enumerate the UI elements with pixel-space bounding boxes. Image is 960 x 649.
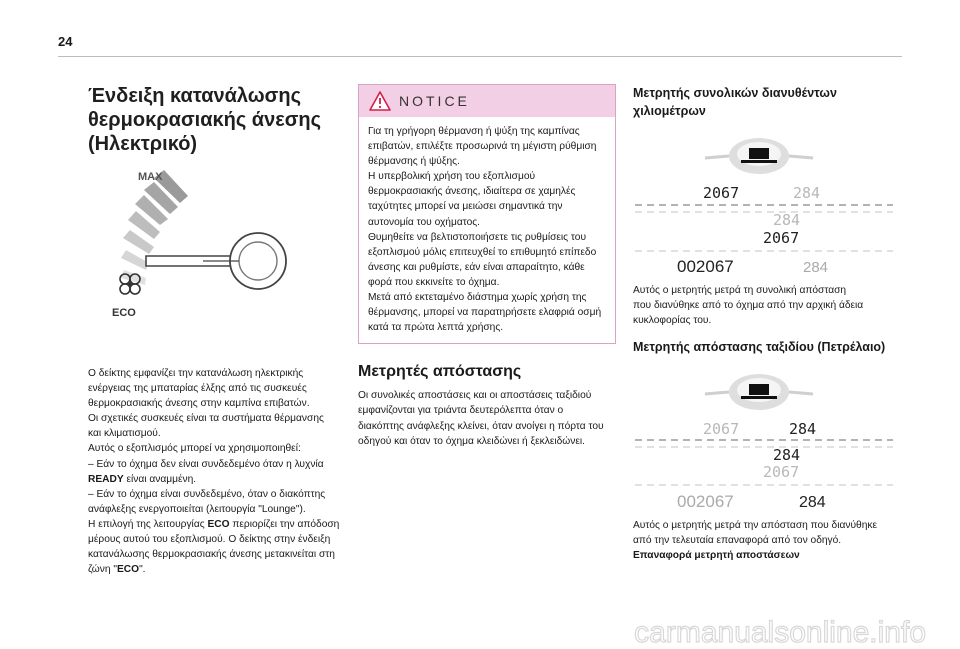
text-line: επιβατών, επιλέξτε προσωρινά τη μέγιστη …: [368, 141, 597, 153]
notice-header: NOTICE: [359, 85, 615, 117]
notice-body: Για τη γρήγορη θέρμανση ή ψύξη της καμπί…: [359, 117, 615, 343]
text-line: κατανάλωσης θερμοκρασιακής άνεσης μετακι…: [88, 549, 335, 561]
right-column: Μετρητής συνολικών διανυθέντων χιλιομέτρ…: [633, 84, 895, 564]
text-line: κατά τα πρώτα λεπτά χρήσης.: [368, 322, 504, 334]
text-line: μέρους αυτού του εξοπλισμού. Ο δείκτης σ…: [88, 534, 331, 546]
warning-icon: [369, 91, 391, 111]
title-line: χιλιομέτρων: [633, 104, 706, 118]
watermark-text: carmanualsonline.info: [634, 616, 926, 649]
text-line: ζώνη ": [88, 564, 117, 576]
eco-keyword: ECO: [207, 518, 230, 530]
gauge-needle: [145, 232, 287, 290]
ready-keyword: READY: [88, 473, 124, 485]
trip-seg-readout-2: 284: [773, 446, 800, 464]
text-line: από την τελευταία επαναφορά από τον οδηγ…: [633, 535, 842, 547]
text-line: ταχύτητες μπορεί να μειώσει σημαντικά τη…: [368, 201, 563, 213]
header-divider: [58, 56, 902, 57]
text-line: – Εάν το όχημα δεν είναι συνδεδεμένο ότα…: [88, 458, 324, 470]
text-line: που διανύθηκε από το όχημα από την αρχικ…: [633, 300, 864, 312]
left-paragraph: Ο δείκτης εμφανίζει την κατανάλωση ηλεκτ…: [88, 366, 348, 577]
text-line: είναι αναμμένη.: [123, 473, 197, 485]
text-line: θέρμανσης, μπορεί να παρατηρήσετε ελαφρι…: [368, 307, 602, 319]
title-line: Μετρητής συνολικών διανυθέντων: [633, 86, 837, 100]
text-line: και κλιματισμού.: [88, 428, 161, 440]
text-line: Για τη γρήγορη θέρμανση ή ψύξη της καμπί…: [368, 126, 580, 137]
notice-box: NOTICE Για τη γρήγορη θέρμανση ή ψύξη τη…: [358, 84, 616, 345]
text-line: κυκλοφορίας του.: [633, 315, 712, 327]
gauge-max-label: MAX: [138, 171, 163, 183]
total-seg-readout: 2067: [703, 184, 739, 202]
text-line: θέρμανσης ή ψύξης.: [368, 156, 460, 168]
total-seg-readout: 2067: [703, 420, 739, 438]
text-line: διακόπτης ανάφλεξης κλείνει, όταν ανοίγε…: [358, 420, 604, 432]
total-odometer-title: Μετρητής συνολικών διανυθέντων χιλιομέτρ…: [633, 84, 895, 120]
text-line: ".: [139, 564, 146, 576]
total-distance-readout: 002067: [677, 257, 734, 276]
notice-text: Για τη γρήγορη θέρμανση ή ψύξη της καμπί…: [368, 124, 606, 335]
button-icon: [704, 138, 814, 174]
text-line: Οι σχετικές συσκευές είναι τα συστήματα …: [88, 413, 324, 425]
text-line: ενέργειας της μπαταρίας έλξης από τις συ…: [88, 383, 307, 395]
notice-label: NOTICE: [399, 93, 470, 109]
trip-seg-readout: 284: [789, 420, 816, 438]
text-line: θερμοκρασιακής άνεσης στην καμπίνα επιβα…: [88, 398, 310, 410]
button-icon: [704, 374, 814, 411]
text-line: Θυμηθείτε να βελτιστοποιήσετε τις ρυθμίσ…: [368, 231, 587, 243]
text-line: Αυτός ο εξοπλισμός μπορεί να χρησιμοποιη…: [88, 443, 301, 455]
text-line: Οι συνολικές αποστάσεις και οι αποστάσει…: [358, 390, 592, 402]
left-title-line: Ένδειξη κατανάλωσης: [88, 85, 301, 107]
text-line: Η επιλογή της λειτουργίας: [88, 518, 208, 530]
total-seg-readout-2: 2067: [763, 463, 799, 481]
total-odometer-caption: Αυτός ο μετρητής μετρά τη συνολική απόστ…: [633, 283, 895, 328]
text-line: θερμοκρασιακής άνεσης, ιδιαίτερα σε χαμη…: [368, 186, 576, 198]
total-seg-readout-2: 2067: [763, 229, 799, 247]
section-title-odometers: Μετρητές απόστασης: [358, 363, 522, 381]
reset-heading: Επαναφορά μετρητή αποστάσεων: [633, 550, 800, 562]
text-line: φορά που εκκινείτε το όχημα.: [368, 276, 500, 288]
text-line: αυτονομία του οχήματος.: [368, 216, 481, 228]
text-line: Ο δείκτης εμφανίζει την κατανάλωση ηλεκτ…: [88, 368, 304, 379]
comfort-gauge-figure: MAX ECO: [88, 166, 348, 356]
trip-seg-readout-2: 284: [773, 211, 800, 229]
comfort-gauge-illustration: MAX ECO: [112, 170, 287, 319]
trip-seg-readout: 284: [793, 184, 820, 202]
text-line: Αυτός ο μετρητής μετρά τη συνολική απόστ…: [633, 285, 847, 296]
trip-distance-readout: 284: [799, 494, 826, 511]
total-odometer-figure: 2067 284 284 2067 002067 284: [635, 138, 893, 276]
trip-distance-readout: 284: [803, 259, 828, 276]
middle-column: NOTICE Για τη γρήγορη θέρμανση ή ψύξη τη…: [358, 84, 616, 449]
text-line: Αυτός ο μετρητής μετρά την απόσταση που …: [633, 520, 878, 532]
total-distance-readout: 002067: [677, 492, 734, 511]
text-line: Μετά από εκτεταμένο διάστημα χωρίς χρήση…: [368, 292, 587, 304]
text-line: περιορίζει την απόδοση: [229, 518, 340, 530]
left-title-line: θερμοκρασιακής άνεσης: [88, 109, 322, 131]
trip-odometer-title: Μετρητής απόστασης ταξιδίου (Πετρέλαιο): [633, 340, 886, 355]
page-number: 24: [58, 34, 73, 49]
eco-keyword: ECO: [116, 564, 140, 576]
trip-odometer-caption: Αυτός ο μετρητής μετρά την απόσταση που …: [633, 518, 895, 563]
text-line: – Εάν το όχημα είναι συνδεδεμένο, όταν ο…: [88, 488, 326, 500]
left-title-line: (Ηλεκτρικό): [88, 133, 198, 155]
text-line: εξοπλισμού μόλις επιτευχθεί το επιθυμητό…: [368, 246, 597, 258]
left-column: Ένδειξη κατανάλωσης θερμοκρασιακής άνεση…: [88, 84, 348, 577]
odometers-paragraph: Οι συνολικές αποστάσεις και οι αποστάσει…: [358, 388, 616, 448]
text-line: άνεσης και ρυθμίστε, εάν είναι απαραίτητ…: [368, 261, 585, 273]
left-title: Ένδειξη κατανάλωσης θερμοκρασιακής άνεση…: [88, 84, 348, 156]
text-line: Η υπερβολική χρήση του εξοπλισμού: [368, 171, 536, 183]
text-line: οδηγού και όταν το όχημα κλειδώνει ή ξεκ…: [358, 435, 585, 447]
trip-odometer-figure: 2067 284 284 2067 002067 284: [635, 374, 893, 511]
fan-icon: [119, 273, 141, 295]
gauge-eco-label: ECO: [112, 307, 136, 319]
text-line: ανάφλεξης ενεργοποιείται (λειτουργία "Lo…: [88, 503, 306, 515]
text-line: εμφανίζονται για τριάντα δευτερόλεπτα ότ…: [358, 405, 564, 417]
